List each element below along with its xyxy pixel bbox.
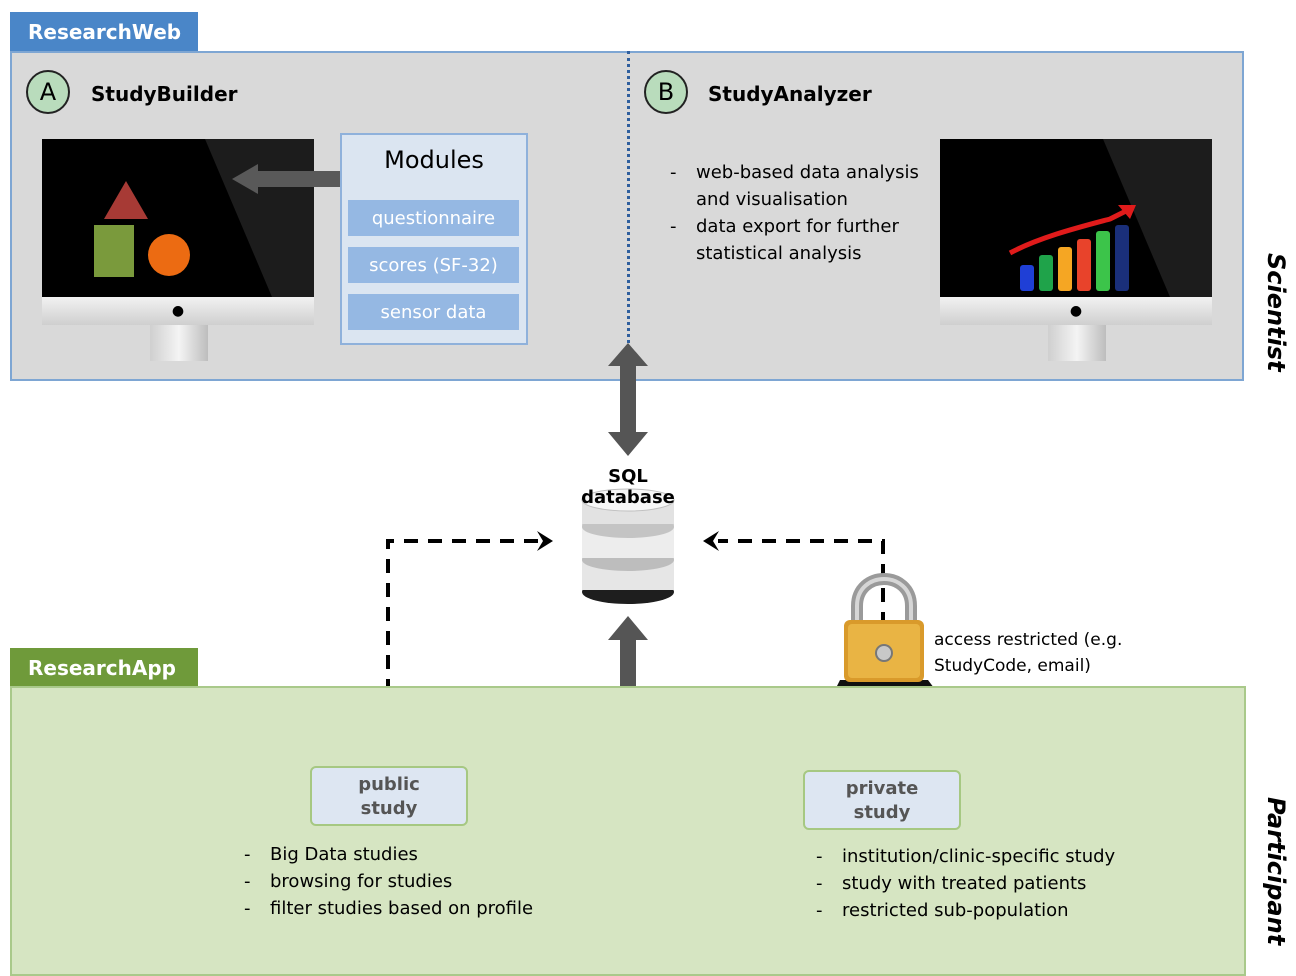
apple-logo-icon: ● xyxy=(42,297,314,325)
research-web-tab-label: ResearchWeb xyxy=(28,20,182,44)
research-app-panel xyxy=(10,686,1246,976)
apple-logo-icon: ● xyxy=(940,297,1212,325)
analyzer-bullet: -data export for further xyxy=(670,216,899,237)
mini-bar xyxy=(1039,255,1053,291)
private-study-line1: private xyxy=(845,778,919,799)
module-sensor-data: sensor data xyxy=(348,294,519,330)
monitor-stand xyxy=(150,325,208,361)
private-bullet: -institution/clinic-specific study xyxy=(816,846,1116,867)
database-label: SQL database xyxy=(581,466,675,508)
module-scores: scores (SF-32) xyxy=(348,247,519,283)
public-arrow-head xyxy=(537,531,553,551)
db-web-double-arrow xyxy=(608,343,648,456)
lock-label-line1: access restricted (e.g. xyxy=(934,630,1123,650)
mini-bar xyxy=(1115,225,1129,291)
research-app-tab-label: ResearchApp xyxy=(28,656,176,680)
modules-title: Modules xyxy=(384,146,484,174)
public-bullets: -Big Data studies -browsing for studies … xyxy=(244,841,533,922)
database-icon xyxy=(581,488,675,604)
mini-bar xyxy=(1058,247,1072,291)
public-study-line1: public xyxy=(358,774,420,795)
mini-bar xyxy=(1077,239,1091,291)
public-study-box: public study xyxy=(310,766,468,826)
private-arrow-head xyxy=(703,531,719,551)
lock-label: access restricted (e.g. StudyCode, email… xyxy=(934,627,1122,679)
public-bullet: -Big Data studies xyxy=(244,844,418,865)
private-bullet: -study with treated patients xyxy=(816,873,1087,894)
research-app-tab: ResearchApp xyxy=(10,648,198,688)
triangle-shape xyxy=(104,181,148,219)
analyzer-bullet-cont: and visualisation xyxy=(696,189,848,210)
research-web-tab: ResearchWeb xyxy=(10,12,198,52)
badge-b: B xyxy=(644,70,688,114)
square-shape xyxy=(94,225,134,277)
circle-shape xyxy=(148,234,190,276)
private-study-box: private study xyxy=(803,770,961,830)
analyzer-bullet: -web-based data analysis xyxy=(670,162,919,183)
bar-chart-illustration xyxy=(1008,139,1212,297)
module-questionnaire: questionnaire xyxy=(348,200,519,236)
private-bullets: -institution/clinic-specific study -stud… xyxy=(816,843,1115,924)
trend-line xyxy=(1008,206,1132,256)
mini-bar xyxy=(1020,265,1034,291)
study-analyzer-title: StudyAnalyzer xyxy=(708,82,872,106)
lock-icon xyxy=(836,573,934,688)
analyzer-bullet-cont: statistical analysis xyxy=(696,243,862,264)
private-study-line2: study xyxy=(853,802,911,823)
monitor-stand xyxy=(1048,325,1106,361)
panel-divider xyxy=(627,51,630,361)
trend-arrow-head xyxy=(1118,205,1136,219)
mini-bar xyxy=(1096,231,1110,291)
participant-label: Participant xyxy=(1262,797,1290,946)
private-bullet: -restricted sub-population xyxy=(816,900,1069,921)
public-bullet: -filter studies based on profile xyxy=(244,898,534,919)
study-builder-title: StudyBuilder xyxy=(91,82,238,106)
analyzer-bullets: -web-based data analysis and visualisati… xyxy=(670,159,919,267)
lock-label-line2: StudyCode, email) xyxy=(934,656,1091,676)
badge-a: A xyxy=(26,70,70,114)
modules-arrow xyxy=(232,164,348,194)
public-study-line2: study xyxy=(360,798,418,819)
public-bullet: -browsing for studies xyxy=(244,871,453,892)
